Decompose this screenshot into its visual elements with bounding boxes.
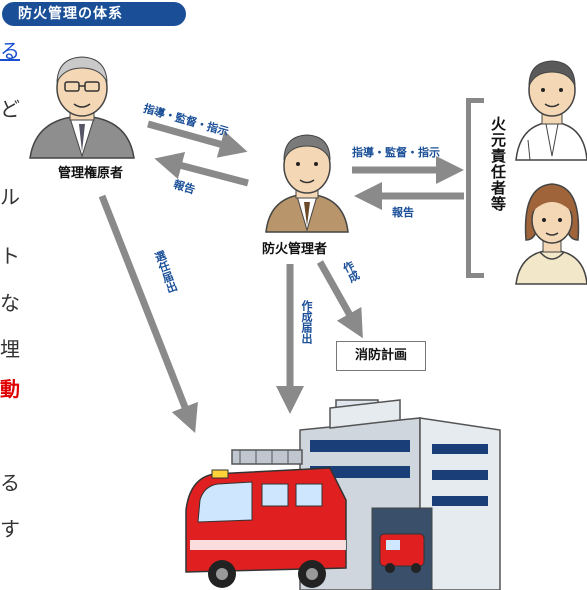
staff-bracket — [466, 98, 484, 278]
edge-char: 埋 — [0, 337, 20, 361]
arrow-manager-to-plan — [316, 260, 363, 339]
fire-source-label: 火元責任者等 — [489, 116, 507, 212]
flow-arrows — [98, 120, 464, 434]
owner-figure-icon — [29, 56, 135, 159]
edge-char: る — [0, 471, 20, 495]
edge-char: ト — [0, 244, 20, 268]
edge-char: な — [0, 291, 20, 315]
edge-char: す — [0, 517, 20, 541]
owner-label: 管理権原者 — [58, 166, 124, 181]
arrow-owner-to-station — [98, 194, 198, 434]
manager-label: 防火管理者 — [262, 242, 328, 257]
edge-char: ど — [0, 97, 20, 121]
arrow-manager-to-owner — [154, 152, 249, 187]
fire-truck-icon — [185, 449, 347, 588]
fire-plan-box: 消防計画 — [336, 341, 426, 371]
label-fire-to-manager: 報告 — [392, 206, 414, 219]
staff-man-figure-icon — [515, 60, 587, 161]
edge-char: ル — [0, 185, 20, 209]
diagram-title: 防火管理の体系 — [2, 2, 186, 26]
edge-char-red[interactable]: 動 — [0, 377, 20, 401]
label-manager-to-station: 作成届出 — [300, 300, 313, 344]
edge-char-link[interactable]: る — [0, 39, 20, 63]
manager-figure-icon — [265, 134, 349, 233]
label-manager-to-fire: 指導・監督・指示 — [352, 146, 440, 159]
arrow-owner-to-manager — [147, 120, 248, 158]
staff-woman-figure-icon — [515, 183, 587, 285]
